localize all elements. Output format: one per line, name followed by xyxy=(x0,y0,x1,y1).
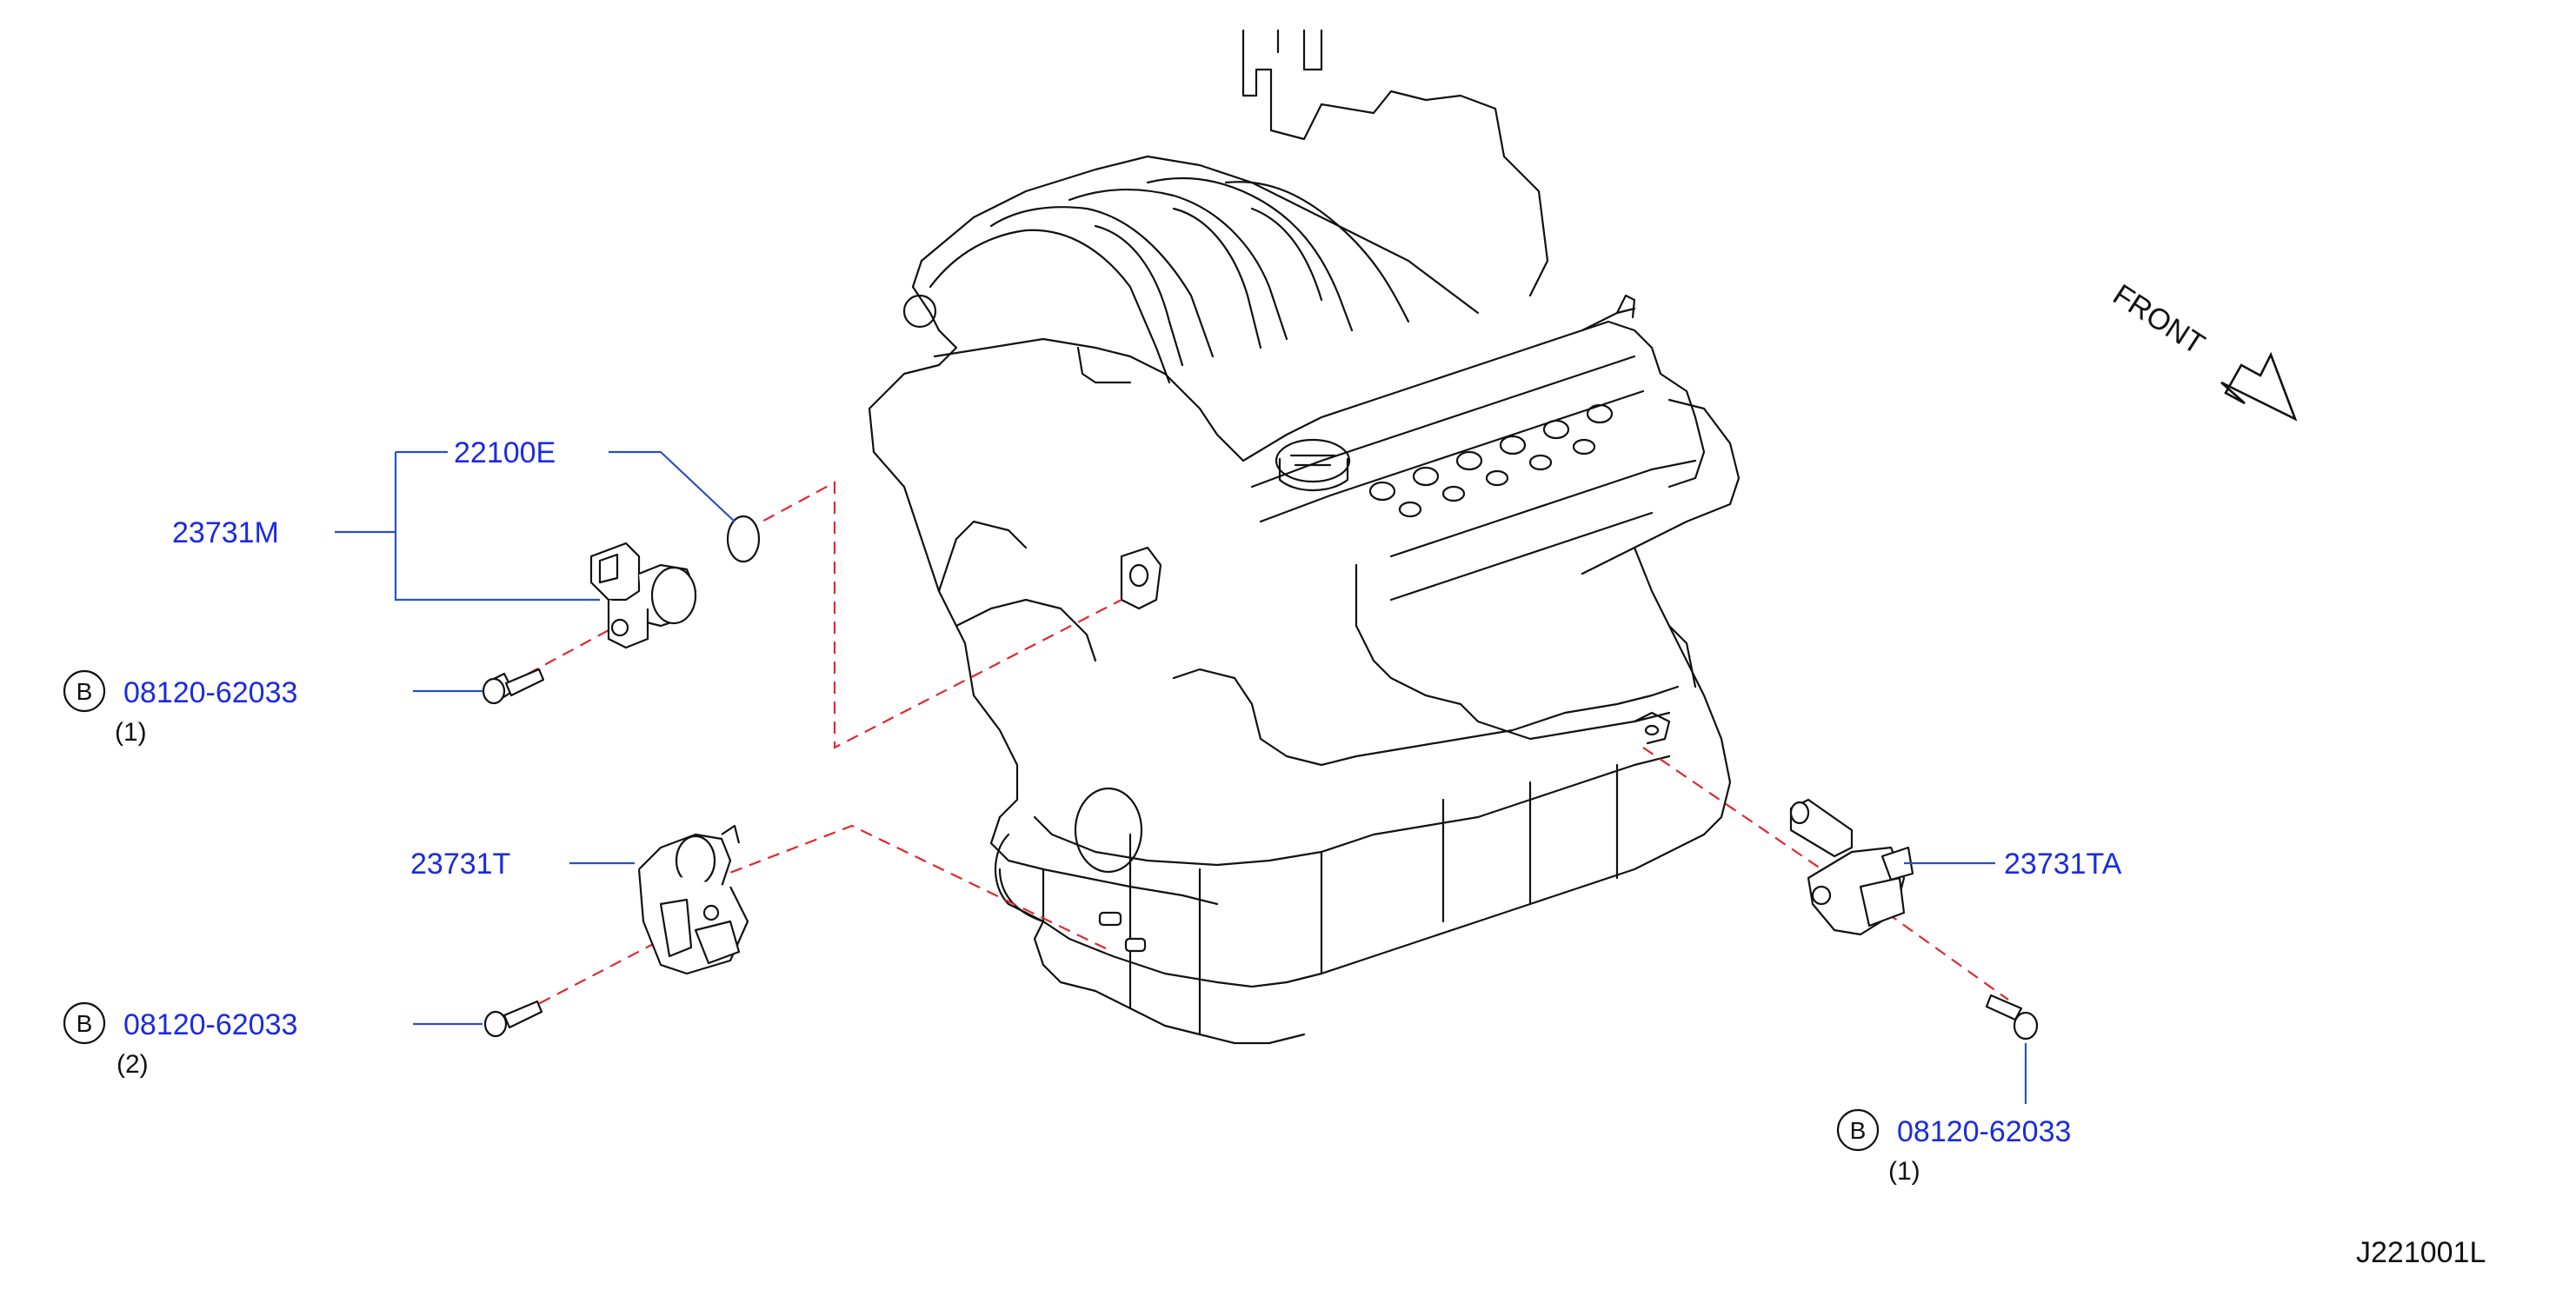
callout-23731TA: 23731TA xyxy=(2004,848,2122,881)
bolt-part-number: 08120-62033 xyxy=(1897,1115,2071,1148)
bolt-quantity: (2) xyxy=(116,1050,149,1079)
bolt-part-number: 08120-62033 xyxy=(123,1008,297,1041)
badge-circle xyxy=(1836,1108,1880,1152)
front-direction-indicator: FRONT xyxy=(2107,278,2298,422)
coil-holes xyxy=(1368,403,1614,518)
bolt-part-2 xyxy=(483,1000,543,1038)
front-label: FRONT xyxy=(2107,278,2211,362)
bolt-part-1 xyxy=(482,668,545,705)
bolt-quantity: (1) xyxy=(1888,1157,1920,1186)
bolt-quantity: (1) xyxy=(115,718,147,747)
crank-sensor-rear-part xyxy=(1789,798,1914,936)
callout-23731T: 23731T xyxy=(410,848,510,881)
leader-lines xyxy=(335,450,2027,1104)
bolt-callout-1: B 08120-62033 (1) xyxy=(63,669,297,747)
o-ring-part xyxy=(726,515,761,563)
callout-23731M: 23731M xyxy=(172,516,279,549)
crank-sensor-front-part xyxy=(637,824,749,975)
engine-illustration xyxy=(868,29,1741,1045)
cam-position-sensor-part xyxy=(589,542,697,649)
badge-circle xyxy=(63,1001,106,1045)
bolt-callout-3: B 08120-62033 (1) xyxy=(1836,1108,2071,1186)
callout-22100E: 22100E xyxy=(454,436,556,469)
front-arrow-icon xyxy=(2220,351,2298,422)
bolt-badge-letter: B xyxy=(77,1010,93,1037)
bolt-part-3 xyxy=(1985,994,2039,1041)
bolt-callout-2: B 08120-62033 (2) xyxy=(63,1001,297,1079)
diagram-reference-code: J221001L xyxy=(2356,1236,2486,1269)
bolt-badge-letter: B xyxy=(77,678,93,705)
bolt-badge-letter: B xyxy=(1850,1117,1867,1144)
badge-circle xyxy=(63,669,106,713)
bolt-part-number: 08120-62033 xyxy=(123,676,297,709)
